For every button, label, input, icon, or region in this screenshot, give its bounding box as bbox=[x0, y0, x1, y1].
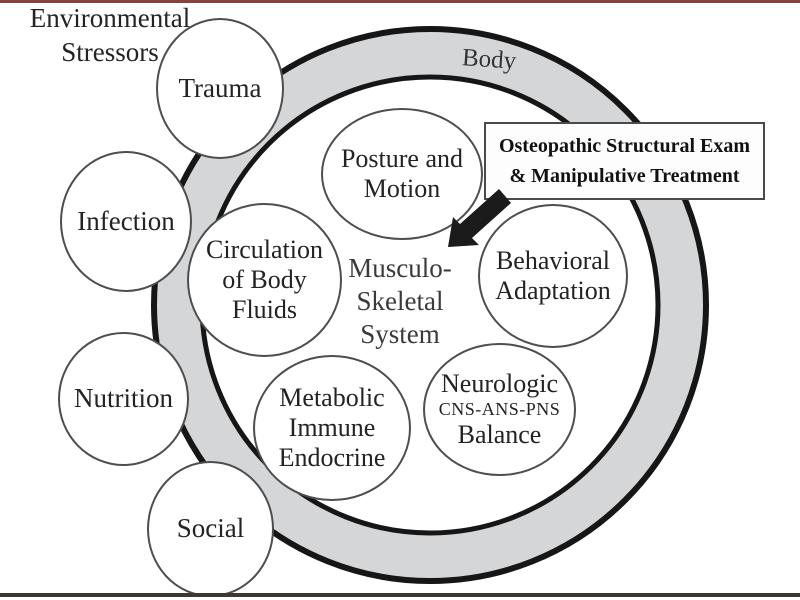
metabolic-line1: Metabolic bbox=[279, 383, 385, 413]
metabolic-line3: Endocrine bbox=[278, 442, 386, 472]
social-label: Social bbox=[176, 513, 245, 544]
circle-trauma: Trauma bbox=[156, 18, 284, 159]
metabolic-line2: Immune bbox=[288, 413, 376, 443]
center-line1: Musculo- bbox=[348, 253, 452, 283]
circle-posture-motion: Posture and Motion bbox=[321, 108, 483, 240]
treatment-box-line1: Osteopathic Structural Exam bbox=[498, 135, 751, 157]
circulation-line3: Fluids bbox=[231, 294, 298, 324]
circle-social: Social bbox=[147, 461, 274, 597]
environmental-stressors-label: Environmental Stressors bbox=[14, 2, 206, 70]
circulation-line2: of Body bbox=[222, 265, 307, 295]
environmental-stressors-line1: Environmental bbox=[29, 3, 191, 33]
center-line2: Skeletal bbox=[356, 285, 444, 316]
neurologic-line3: Balance bbox=[457, 419, 542, 449]
circle-neurologic: Neurologic CNS-ANS-PNS Balance bbox=[423, 343, 576, 476]
behavioral-line1: Behavioral bbox=[495, 246, 611, 276]
treatment-box: Osteopathic Structural Exam & Manipulati… bbox=[484, 122, 765, 200]
top-border-line bbox=[0, 0, 800, 3]
circle-nutrition: Nutrition bbox=[58, 332, 189, 466]
circle-metabolic: Metabolic Immune Endocrine bbox=[253, 355, 411, 501]
circle-circulation: Circulation of Body Fluids bbox=[187, 203, 342, 357]
neurologic-line2: CNS-ANS-PNS bbox=[438, 399, 561, 420]
nutrition-label: Nutrition bbox=[74, 383, 173, 414]
circulation-line1: Circulation bbox=[206, 235, 323, 265]
environmental-stressors-line2: Stressors bbox=[61, 36, 159, 67]
posture-line2: Motion bbox=[363, 174, 441, 203]
body-label: Body bbox=[461, 44, 518, 75]
circle-behavioral: Behavioral Adaptation bbox=[478, 204, 628, 348]
circle-infection: Infection bbox=[60, 151, 192, 292]
bottom-border-line bbox=[0, 593, 800, 597]
infection-label: Infection bbox=[77, 205, 175, 236]
musculoskeletal-label: Musculo- Skeletal System bbox=[325, 252, 475, 351]
behavioral-line2: Adaptation bbox=[495, 276, 611, 305]
trauma-label: Trauma bbox=[178, 72, 262, 103]
center-line3: System bbox=[360, 318, 440, 349]
posture-line1: Posture and bbox=[340, 144, 464, 174]
neurologic-line1: Neurologic bbox=[441, 369, 558, 399]
treatment-box-line2: & Manipulative Treatment bbox=[509, 165, 740, 187]
